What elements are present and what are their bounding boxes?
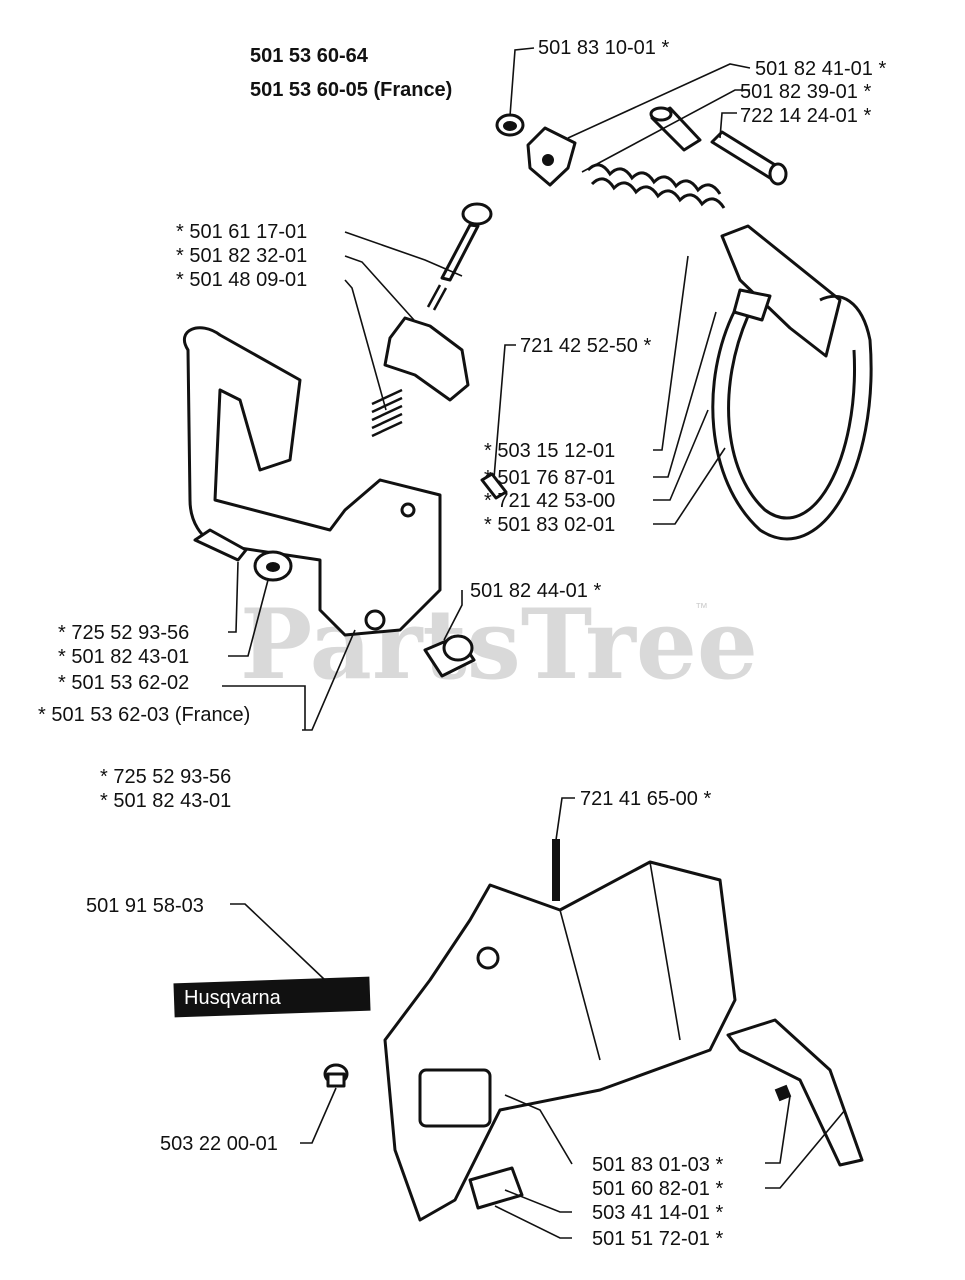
roll-pin-part: [480, 472, 508, 500]
part-label: * 501 82 43-01: [100, 790, 231, 812]
part-label: 722 14 24-01 *: [740, 105, 871, 127]
small-spring-part: [371, 388, 403, 438]
part-label: 501 82 41-01 *: [755, 58, 886, 80]
part-label: 501 60 82-01 *: [592, 1178, 723, 1200]
front-handguard-part: [182, 326, 442, 637]
part-labels: 501 83 10-01 * 501 82 41-01 * 501 82 39-…: [38, 37, 886, 1250]
locking-knob-part: [426, 202, 493, 311]
part-label: 501 51 72-01 *: [592, 1228, 723, 1250]
part-label: 501 83 01-03 *: [592, 1154, 723, 1176]
part-label: * 501 53 62-02: [58, 672, 189, 694]
part-label: 501 82 44-01 *: [470, 580, 601, 602]
part-label: * 501 76 87-01: [484, 467, 615, 489]
part-label: 503 22 00-01: [160, 1133, 278, 1155]
brake-lever-part: [720, 224, 842, 358]
watermark-text: PartsTree: [240, 588, 758, 701]
trademark-symbol: ™: [695, 600, 708, 615]
part-label: 501 82 39-01 *: [740, 81, 871, 103]
bolt-part: [193, 528, 248, 562]
part-label: * 501 48 09-01: [176, 269, 307, 291]
part-label: 721 41 65-00 *: [580, 788, 711, 810]
part-label: * 725 52 93-56: [100, 766, 231, 788]
part-label: * 503 15 12-01: [484, 440, 615, 462]
part-label: * 501 82 43-01: [58, 646, 189, 668]
part-label: 503 41 14-01 *: [592, 1202, 723, 1224]
guide-plate-part: [468, 1166, 524, 1210]
nut-part: [495, 113, 525, 137]
assembly-number: 501 53 60-64: [250, 45, 369, 67]
part-label: * 725 52 93-56: [58, 622, 189, 644]
chain-catcher-part: [726, 1018, 864, 1167]
stud-part: [552, 839, 560, 901]
brand-label-text: Husqvarna: [184, 987, 282, 1009]
part-label: * 501 82 32-01: [176, 245, 307, 267]
cover-nut-part: [323, 1063, 349, 1088]
part-label: 501 91 58-03: [86, 895, 204, 917]
sleeve-part: [649, 106, 702, 152]
latch-part: [383, 316, 470, 402]
part-label: 501 83 10-01 *: [538, 37, 669, 59]
spring-holder-part: [526, 126, 577, 187]
leader-lines: [222, 47, 846, 1239]
part-label: * 721 42 53-00: [484, 490, 615, 512]
part-label: * 501 83 02-01: [484, 514, 615, 536]
coil-spring-part: [586, 163, 726, 209]
washer-part: [253, 550, 293, 582]
guide-knob-part: [423, 634, 476, 678]
brake-band-part: [711, 294, 873, 541]
clutch-cover-part: [383, 860, 737, 1222]
assembly-number-france: 501 53 60-05 (France): [250, 79, 452, 101]
brand-decal: Husqvarna: [173, 976, 371, 1018]
pin-part: [710, 130, 788, 186]
part-label: 721 42 52-50 *: [520, 335, 651, 357]
part-label: * 501 53 62-03 (France): [38, 704, 250, 726]
part-label: * 501 61 17-01: [176, 221, 307, 243]
